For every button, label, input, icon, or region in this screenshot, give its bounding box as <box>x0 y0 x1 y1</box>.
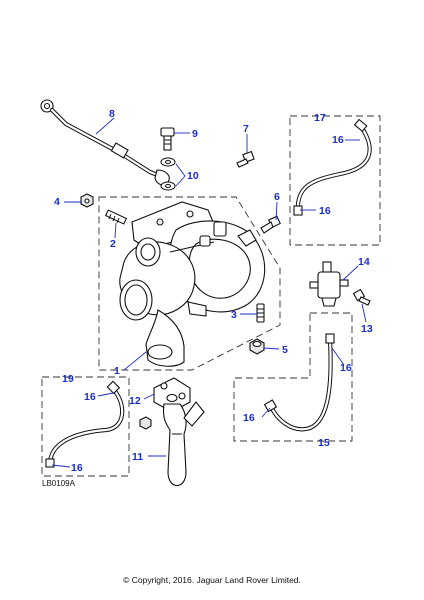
group-outline-15 <box>233 312 353 442</box>
callout-16-c: 16 <box>340 362 352 374</box>
vacuum-hose-15 <box>263 333 335 432</box>
banjo-bolt <box>160 127 175 151</box>
solenoid-valve <box>309 261 349 307</box>
callout-12: 12 <box>129 395 141 407</box>
stud-2 <box>104 209 128 225</box>
callout-9: 9 <box>192 128 198 140</box>
callout-7: 7 <box>243 123 249 135</box>
vacuum-hose-17 <box>293 118 372 216</box>
turbocharger <box>119 201 266 367</box>
callout-16-e: 16 <box>84 391 96 403</box>
callout-13: 13 <box>361 323 373 335</box>
bolt-13 <box>352 288 371 306</box>
copyright-text: © Copyright, 2016. Jaguar Land Rover Lim… <box>123 575 301 585</box>
leader-lines <box>51 117 367 468</box>
group-outline-19 <box>41 376 130 477</box>
gasket <box>139 377 191 430</box>
callout-10: 10 <box>187 170 199 182</box>
callout-1: 1 <box>114 365 120 377</box>
callout-6: 6 <box>274 191 280 203</box>
stud-3 <box>256 303 265 323</box>
oil-return-pipe <box>162 401 205 487</box>
callout-5: 5 <box>282 344 288 356</box>
callout-16-f: 16 <box>71 462 83 474</box>
nut-5 <box>249 338 265 355</box>
callout-11: 11 <box>132 451 143 463</box>
callout-2: 2 <box>110 238 116 250</box>
group-outline-turbo <box>98 196 281 371</box>
callout-19: 19 <box>62 373 74 385</box>
callout-8: 8 <box>109 108 115 120</box>
vacuum-hose-19 <box>45 380 125 468</box>
bolt-7 <box>236 150 255 168</box>
callout-16-d: 16 <box>243 412 255 424</box>
callout-16-b: 16 <box>319 205 331 217</box>
bolt-6 <box>260 215 281 234</box>
callout-16-a: 16 <box>332 134 344 146</box>
reference-code: LB0109A <box>42 479 76 488</box>
callout-3: 3 <box>231 309 237 321</box>
callout-4: 4 <box>54 196 60 208</box>
sealing-washers <box>160 157 176 191</box>
callout-14: 14 <box>358 256 370 268</box>
callout-17: 17 <box>314 112 326 124</box>
callout-15: 15 <box>318 437 330 449</box>
oil-feed-pipe <box>40 99 170 186</box>
group-outline-17 <box>289 115 381 246</box>
nut-4 <box>80 193 94 208</box>
